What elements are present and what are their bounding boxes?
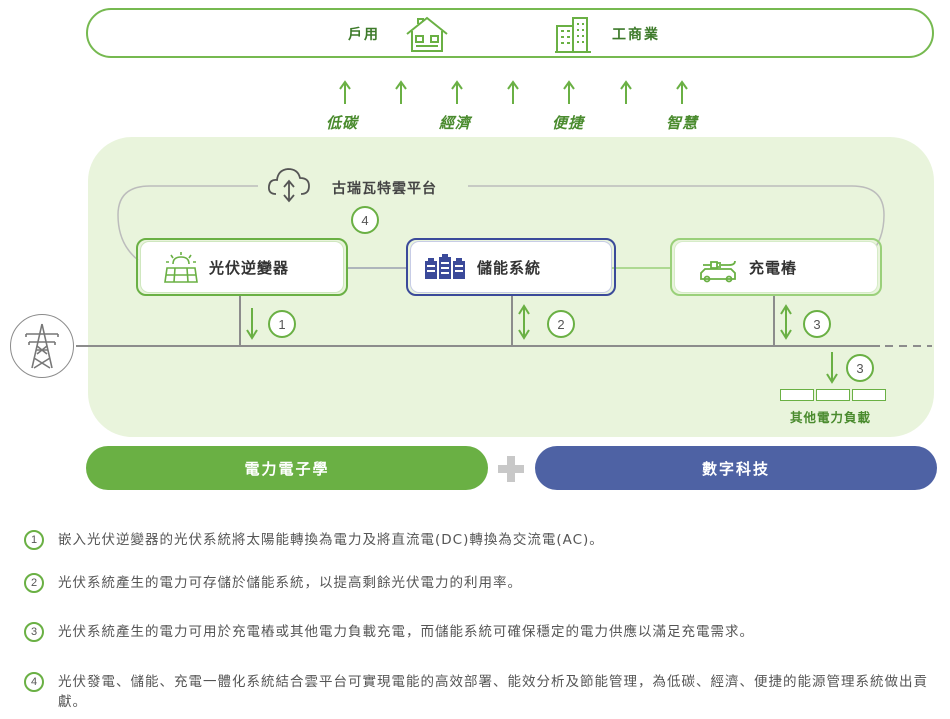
inverter-box: 光伏逆變器: [141, 242, 343, 292]
arrow-up-icon: [507, 80, 519, 104]
marker-4: 4: [351, 206, 379, 234]
commercial-label: 工商業: [612, 27, 660, 43]
load-block: [780, 389, 814, 401]
inverter-box-outline: [136, 238, 348, 296]
load-block: [816, 389, 850, 401]
charger-box: 充電樁: [675, 242, 877, 292]
storage-box-outline: [406, 238, 616, 296]
cloud-upload-icon: [267, 168, 310, 203]
load-block: [852, 389, 886, 401]
storage-box: 儲能系統: [411, 242, 611, 292]
legend-item: 3 光伏系統產生的電力可用於充電樁或其他電力負載充電，而儲能系統可確保穩定的電力…: [24, 622, 938, 642]
benefit-economy: 經濟: [439, 114, 472, 132]
digital-tech-pill: 數字科技: [535, 446, 937, 490]
arrow-up-icon: [620, 80, 632, 104]
arrow-up-icon: [451, 80, 463, 104]
system-wiring: [76, 185, 932, 384]
legend-text: 光伏發電、儲能、充電一體化系統結合雲平台可實現電能的高效部署、能效分析及節能管理…: [58, 674, 928, 710]
arrow-up-icon: [563, 80, 575, 104]
legend-item: 4 光伏發電、儲能、充電一體化系統結合雲平台可實現電能的高效部署、能效分析及節能…: [24, 672, 938, 712]
house-icon: [406, 16, 448, 52]
solar-panel-icon: [164, 252, 198, 283]
power-electronics-pill: 電力電子學: [86, 446, 488, 490]
marker-1: 1: [268, 310, 296, 338]
commercial-building-icon: [555, 17, 591, 53]
marker-3: 3: [803, 310, 831, 338]
legend-text: 光伏系統產生的電力可用於充電樁或其他電力負載充電，而儲能系統可確保穩定的電力供應…: [58, 624, 754, 640]
legend-number: 4: [24, 672, 44, 692]
legend-number: 1: [24, 530, 44, 550]
power-tower-icon: [25, 323, 59, 369]
legend-number: 3: [24, 622, 44, 642]
arrow-up-icon: [395, 80, 407, 104]
inverter-label: 光伏逆變器: [209, 258, 290, 277]
battery-storage-icon: [425, 254, 465, 279]
arrow-up-icon: [676, 80, 688, 104]
top-application-pill: [86, 8, 934, 58]
charger-label: 充電樁: [749, 258, 798, 277]
benefit-low-carbon: 低碳: [326, 114, 359, 132]
plus-icon: [498, 456, 524, 482]
legend-item: 2 光伏系統產生的電力可存儲於儲能系統，以提高剩餘光伏電力的利用率。: [24, 573, 938, 593]
marker-3-loads: 3: [846, 354, 874, 382]
legend-number: 2: [24, 573, 44, 593]
storage-label: 儲能系統: [477, 258, 542, 277]
charger-box-outline: [670, 238, 882, 296]
benefit-convenience: 便捷: [552, 114, 585, 132]
marker-2: 2: [547, 310, 575, 338]
benefit-smart: 智慧: [666, 114, 699, 132]
legend-item: 1 嵌入光伏逆變器的光伏系統將太陽能轉換為電力及將直流電(DC)轉換為交流電(A…: [24, 530, 938, 550]
cloud-platform-label: 古瑞瓦特雲平台: [332, 181, 437, 197]
ev-charger-icon: [700, 260, 736, 283]
legend-text: 嵌入光伏逆變器的光伏系統將太陽能轉換為電力及將直流電(DC)轉換為交流電(AC)…: [58, 532, 604, 548]
other-loads-label: 其他電力負載: [790, 410, 872, 425]
household-label: 戶用: [348, 27, 380, 43]
arrow-up-icon: [339, 80, 351, 104]
legend-text: 光伏系統產生的電力可存儲於儲能系統，以提高剩餘光伏電力的利用率。: [58, 575, 522, 591]
